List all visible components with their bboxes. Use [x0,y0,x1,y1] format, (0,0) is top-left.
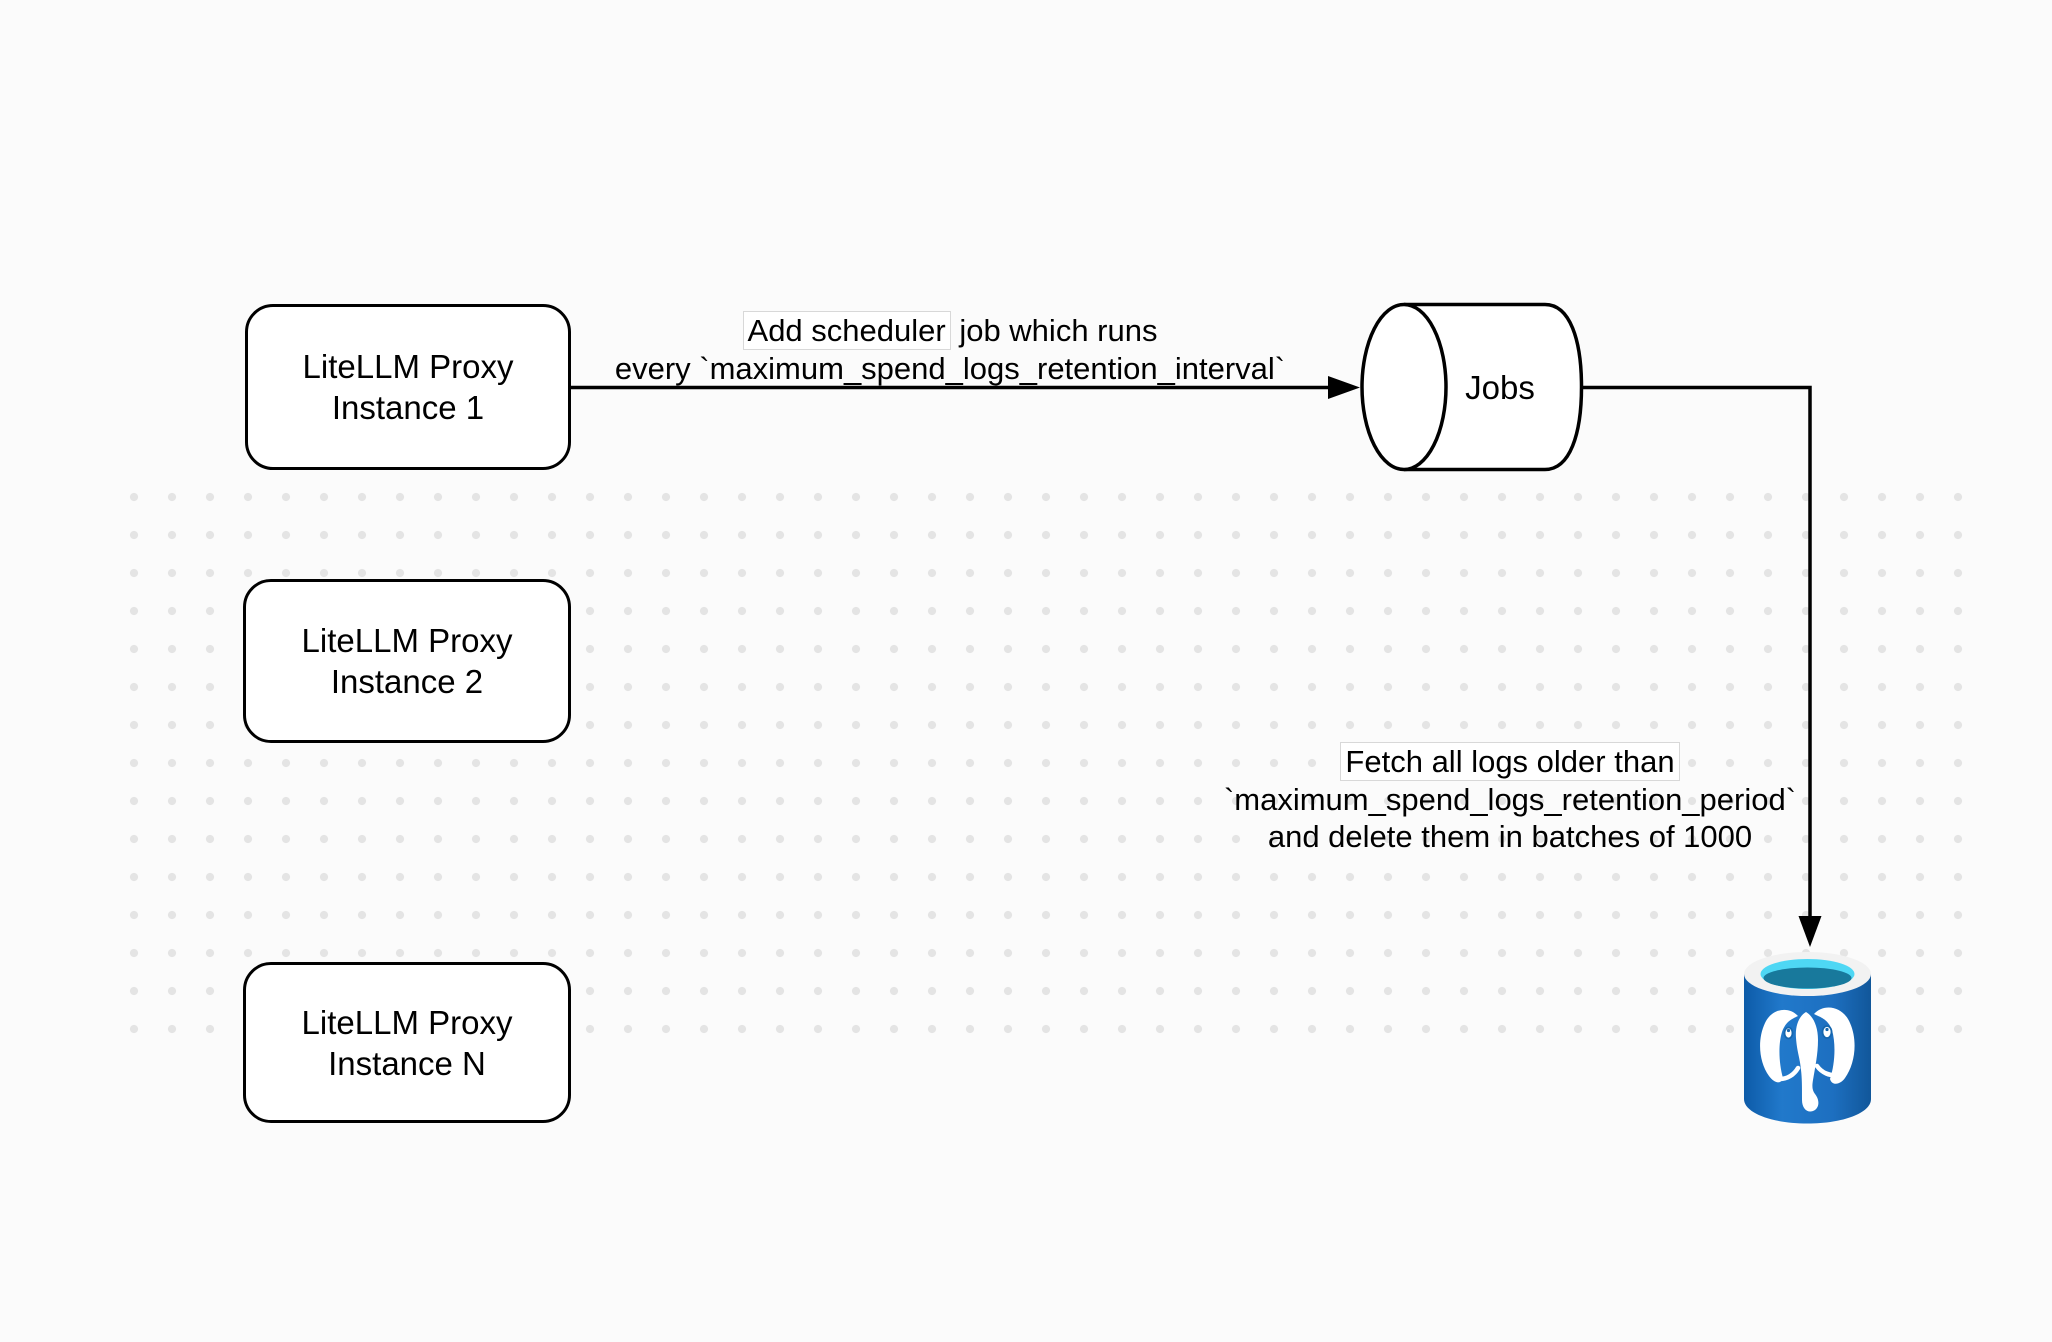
jobs-node-label: Jobs [1465,369,1535,406]
edge-label-scheduler-line1: Add scheduler job which runs [550,311,1350,350]
node-litellm-proxy-instance-2: LiteLLM Proxy Instance 2 [243,579,571,743]
node-label-line1: LiteLLM Proxy [301,1003,513,1041]
node-label-line1: LiteLLM Proxy [302,348,514,385]
pg-elephant-left-eye [1783,1026,1794,1040]
edge-label-fetch-line3: and delete them in batches of 1000 [1267,819,1753,854]
node-litellm-proxy-instance-n: LiteLLM Proxy Instance N [243,962,571,1123]
arrow-jobs-to-postgres [1581,385,1822,947]
pg-elephant-left-ear [1760,1009,1798,1083]
edge-label-fetch-line2: `maximum_spend_logs_retention_period` [1223,782,1797,817]
pg-elephant-left-pupil [1786,1028,1791,1033]
edge-label-scheduler: Add scheduler job which runs every `maxi… [550,311,1350,387]
edge-label-fetch-line1-boxed: Fetch all logs older than [1340,742,1680,781]
postgresql-database-icon [1744,952,1871,1124]
pg-elephant-left-tusk [1777,1065,1801,1082]
edge-label-fetch-line1: Fetch all logs older than [1210,742,1810,781]
node-litellm-proxy-instance-1: LiteLLM Proxy Instance 1 [245,304,571,470]
arrowhead-down-icon [1798,916,1822,947]
node-label-line2: Instance 2 [330,663,484,700]
pg-elephant-icon [1760,1007,1855,1112]
pg-elephant-right-tusk [1814,1063,1840,1078]
node-label-line1: LiteLLM Proxy [301,622,513,659]
edge-label-scheduler-line1-rest: job which runs [950,313,1158,348]
edge-label-fetch: Fetch all logs older than `maximum_spend… [1210,742,1810,855]
edge-label-scheduler-boxed-text: Add scheduler [742,311,951,350]
pg-elephant-trunk [1795,1012,1819,1112]
pg-water-dark [1763,967,1852,989]
pg-elephant-right-pupil [1825,1027,1829,1032]
node-label-line2: Instance 1 [331,389,485,426]
arrowhead-right-icon [1328,376,1360,399]
node-label-line2: Instance N [328,1044,486,1082]
pg-elephant-right-eye [1821,1025,1833,1039]
jobs-cylinder-shape [1360,302,1584,472]
edge-label-scheduler-line2: every `maximum_spend_logs_retention_inte… [614,351,1286,386]
arrow-instance1-to-jobs [570,376,1360,399]
pg-elephant-right-ear [1814,1007,1855,1084]
